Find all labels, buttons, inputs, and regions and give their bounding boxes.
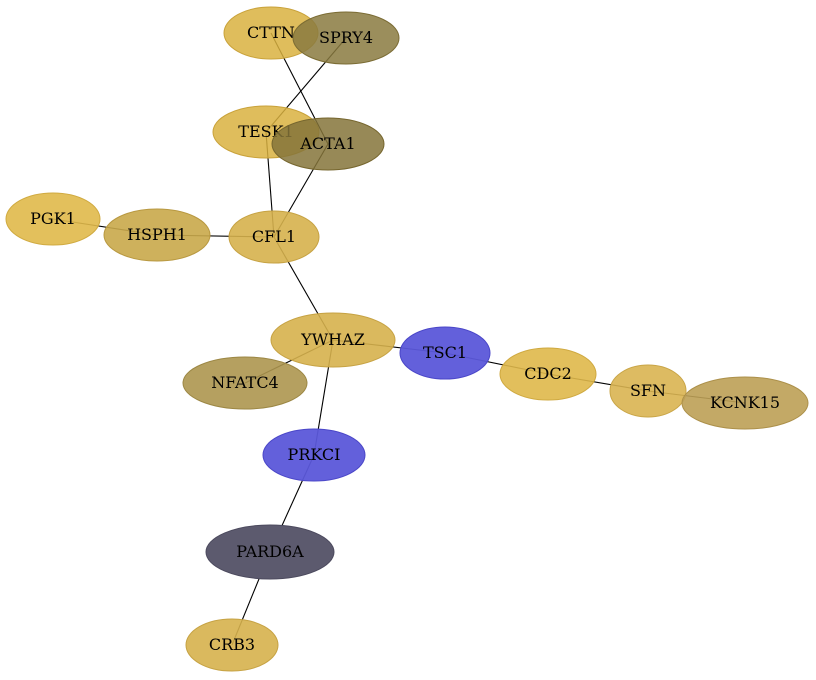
node-label-nfatc4: NFATC4 [211,373,278,392]
node-label-spry4: SPRY4 [319,28,373,47]
node-cttn[interactable]: CTTN [223,6,319,60]
node-pard6a[interactable]: PARD6A [205,524,335,580]
node-label-acta1: ACTA1 [299,134,355,153]
node-crb3[interactable]: CRB3 [185,618,279,672]
node-shape-cfl1[interactable] [228,210,320,264]
node-shape-tsc1[interactable] [399,326,491,380]
node-shape-spry4[interactable] [292,11,400,65]
node-label-kcnk15: KCNK15 [710,393,780,412]
node-label-hsph1: HSPH1 [127,225,187,244]
node-shape-nfatc4[interactable] [182,356,308,410]
node-sfn[interactable]: SFN [609,364,687,418]
node-shape-pgk1[interactable] [5,192,101,246]
node-label-cfl1: CFL1 [252,227,296,246]
node-tsc1[interactable]: TSC1 [399,326,491,380]
node-shape-sfn[interactable] [609,364,687,418]
node-shape-ywhaz[interactable] [270,312,396,368]
node-label-cttn: CTTN [247,23,295,42]
node-shape-prkci[interactable] [262,428,366,482]
node-hsph1[interactable]: HSPH1 [103,208,211,262]
node-spry4[interactable]: SPRY4 [292,11,400,65]
node-label-pard6a: PARD6A [236,542,304,561]
node-label-tsc1: TSC1 [423,343,467,362]
node-ywhaz[interactable]: YWHAZ [270,312,396,368]
node-label-cdc2: CDC2 [524,364,572,383]
node-label-crb3: CRB3 [209,635,255,654]
node-pgk1[interactable]: PGK1 [5,192,101,246]
node-label-pgk1: PGK1 [30,209,76,228]
node-acta1[interactable]: ACTA1 [271,117,385,171]
node-kcnk15[interactable]: KCNK15 [681,376,809,430]
node-shape-kcnk15[interactable] [681,376,809,430]
node-shape-acta1[interactable] [271,117,385,171]
node-shape-hsph1[interactable] [103,208,211,262]
node-cfl1[interactable]: CFL1 [228,210,320,264]
node-nfatc4[interactable]: NFATC4 [182,356,308,410]
node-prkci[interactable]: PRKCI [262,428,366,482]
node-shape-crb3[interactable] [185,618,279,672]
node-label-ywhaz: YWHAZ [300,330,365,349]
node-label-sfn: SFN [630,381,666,400]
node-cdc2[interactable]: CDC2 [499,347,597,401]
node-shape-pard6a[interactable] [205,524,335,580]
node-shape-cdc2[interactable] [499,347,597,401]
edges-layer [52,32,746,646]
node-label-prkci: PRKCI [288,445,341,464]
